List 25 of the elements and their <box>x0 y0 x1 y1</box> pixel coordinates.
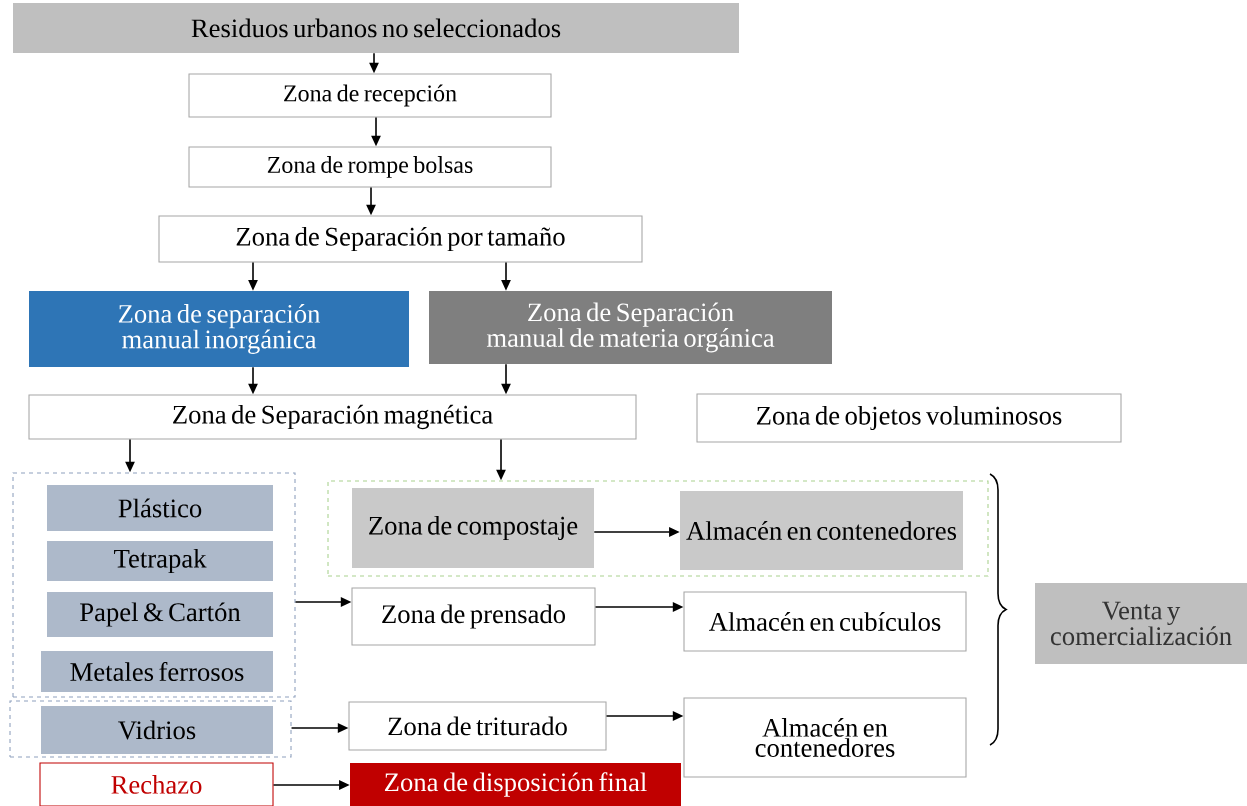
process-box: Zona de Separación por tamaño <box>158 215 643 263</box>
material-box: Tetrapak <box>47 541 273 581</box>
process-box: Zona de disposición final <box>350 763 681 806</box>
process-box: Zona de Separación manual de materia orgánica <box>429 291 832 364</box>
group-box <box>9 700 292 758</box>
process-box: Zona de recepción <box>188 73 552 118</box>
material-box: Vidrios <box>41 706 273 754</box>
process-box: Almacén en contenedores <box>680 491 963 570</box>
process-box: Rechazo <box>39 762 274 806</box>
material-box: Papel & Cartón <box>47 592 273 637</box>
material-box: Metales ferrosos <box>41 651 273 692</box>
process-box: Almacén en contenedores <box>683 697 967 778</box>
process-box: Venta y comercialización <box>1035 583 1247 664</box>
process-box: Almacén en cubículos <box>683 591 967 652</box>
process-box: Zona de prensado <box>351 587 596 646</box>
group-box <box>12 472 296 698</box>
process-box: Residuos urbanos no seleccionados <box>13 3 739 53</box>
process-box: Zona de objetos voluminosos <box>696 393 1122 443</box>
process-box: Zona de Separación magnética <box>28 394 637 440</box>
process-box: Zona de rompe bolsas <box>188 146 552 188</box>
process-box: Zona de compostaje <box>352 488 594 568</box>
material-box: Plástico <box>47 485 273 531</box>
process-box: Zona de triturado <box>348 701 607 751</box>
group-box <box>327 480 989 577</box>
process-box: Zona de separación manual inorgánica <box>29 291 409 367</box>
